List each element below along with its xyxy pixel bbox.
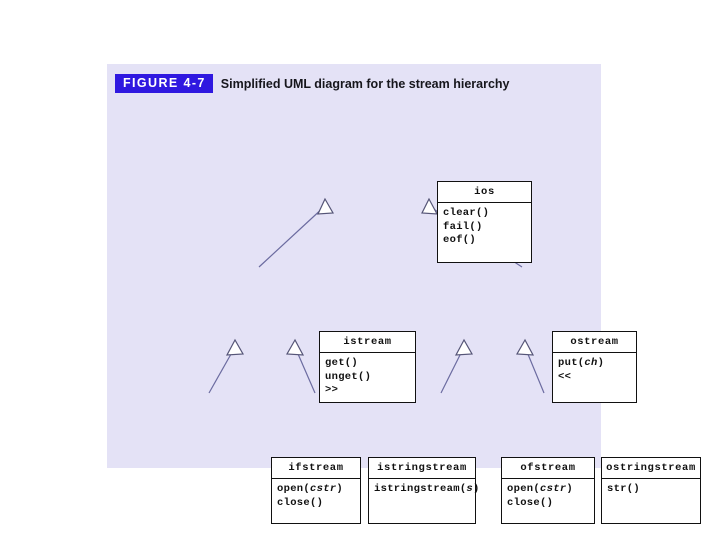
class-title-ifstream: ifstream [272, 458, 360, 479]
class-title-istringstream: istringstream [369, 458, 475, 479]
class-box-istream[interactable]: istream get() unget() >> [319, 331, 416, 403]
member-param: cstr [310, 483, 337, 495]
member-row: unget() [325, 370, 372, 383]
member-text-after: ) [566, 483, 574, 495]
edge-ofstream-to-ostream [440, 346, 465, 394]
member-row: get() [325, 357, 359, 369]
class-box-ostringstream[interactable]: ostringstream str() [601, 457, 701, 524]
figure-caption: Simplified UML diagram for the stream hi… [220, 76, 510, 91]
class-box-ofstream[interactable]: ofstream open(cstr) close() [501, 457, 595, 524]
member-row: put(ch) [558, 357, 636, 371]
member-row: eof() [443, 234, 477, 246]
member-row: open(cstr) [277, 483, 360, 497]
member-text: istringstream( [374, 483, 467, 495]
class-members-istringstream: istringstream(s) [369, 479, 479, 499]
class-title-ios: ios [438, 182, 531, 203]
figure-header: FIGURE 4-7 Simplified UML diagram for th… [115, 74, 510, 93]
class-box-ostream[interactable]: ostream put(ch) << [552, 331, 637, 403]
class-title-ostringstream: ostringstream [602, 458, 700, 479]
member-row: close() [277, 496, 324, 509]
edge-ostringstream-to-ostream [524, 346, 545, 394]
member-row: open(cstr) [507, 483, 594, 497]
generalization-arrow-ios-right [421, 197, 439, 215]
member-row: >> [325, 384, 339, 396]
class-title-ostream: ostream [553, 332, 636, 353]
generalization-arrow-istream-right [286, 338, 305, 356]
inheritance-connectors [208, 197, 545, 394]
class-members-istream: get() unget() >> [320, 353, 415, 400]
edge-ifstream-to-istream [208, 346, 236, 394]
member-text-after: ) [597, 357, 605, 369]
member-text-after: ) [336, 483, 344, 495]
member-param: ch [584, 357, 598, 369]
edge-istringstream-to-istream [294, 346, 316, 394]
member-row: clear() [443, 207, 490, 219]
generalization-arrow-ios-left [317, 197, 334, 215]
member-text: put( [558, 357, 585, 369]
member-text: open( [277, 483, 311, 495]
class-box-istringstream[interactable]: istringstream istringstream(s) [368, 457, 479, 524]
member-row: istringstream(s) [374, 483, 479, 497]
member-row: close() [507, 496, 554, 509]
class-members-ios: clear() fail() eof() [438, 203, 531, 250]
member-text-after: ) [473, 483, 480, 495]
generalization-arrow-ostream-left [454, 338, 473, 356]
class-members-ostringstream: str() [602, 479, 700, 499]
member-row: << [558, 370, 572, 383]
class-members-ofstream: open(cstr) close() [502, 479, 594, 512]
member-param: cstr [540, 483, 567, 495]
class-title-istream: istream [320, 332, 415, 353]
member-text: open( [507, 483, 541, 495]
class-members-ifstream: open(cstr) close() [272, 479, 360, 512]
figure-panel: FIGURE 4-7 Simplified UML diagram for th… [107, 64, 701, 524]
edge-istream-to-ios [258, 205, 326, 268]
class-box-ios[interactable]: ios clear() fail() eof() [437, 181, 532, 263]
member-row: str() [607, 483, 641, 495]
class-members-ostream: put(ch) << [553, 353, 636, 386]
generalization-arrow-istream-left [225, 338, 244, 356]
class-box-ifstream[interactable]: ifstream open(cstr) close() [271, 457, 361, 524]
figure-number-badge: FIGURE 4-7 [115, 74, 213, 93]
member-param: s [466, 483, 474, 495]
class-title-ofstream: ofstream [502, 458, 594, 479]
generalization-arrow-ostream-right [516, 338, 535, 356]
member-row: fail() [443, 220, 483, 233]
